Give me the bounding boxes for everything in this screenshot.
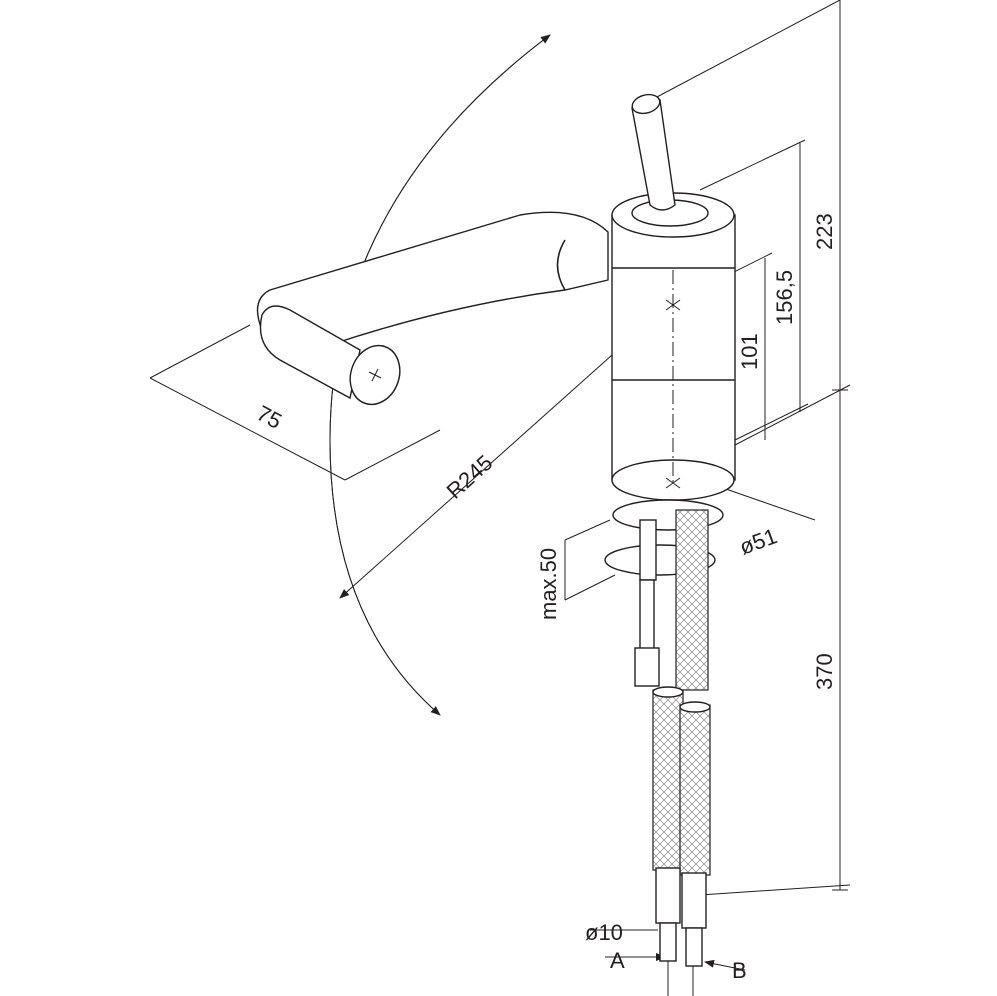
label-r245: R245 (442, 450, 498, 504)
label-370: 370 (812, 653, 837, 690)
mounting-hardware (604, 499, 724, 967)
label-223: 223 (812, 213, 837, 250)
label-101: 101 (737, 333, 762, 370)
label-75: 75 (253, 400, 286, 434)
dimension-lines (149, 0, 851, 996)
label-156-5: 156,5 (772, 270, 797, 325)
faucet-body (611, 93, 736, 501)
label-d51: ø51 (736, 523, 780, 559)
label-a: A (610, 948, 625, 973)
label-b: B (732, 958, 747, 983)
label-max50: max.50 (536, 548, 561, 620)
label-d10: ø10 (585, 920, 623, 945)
spout (256, 211, 609, 406)
